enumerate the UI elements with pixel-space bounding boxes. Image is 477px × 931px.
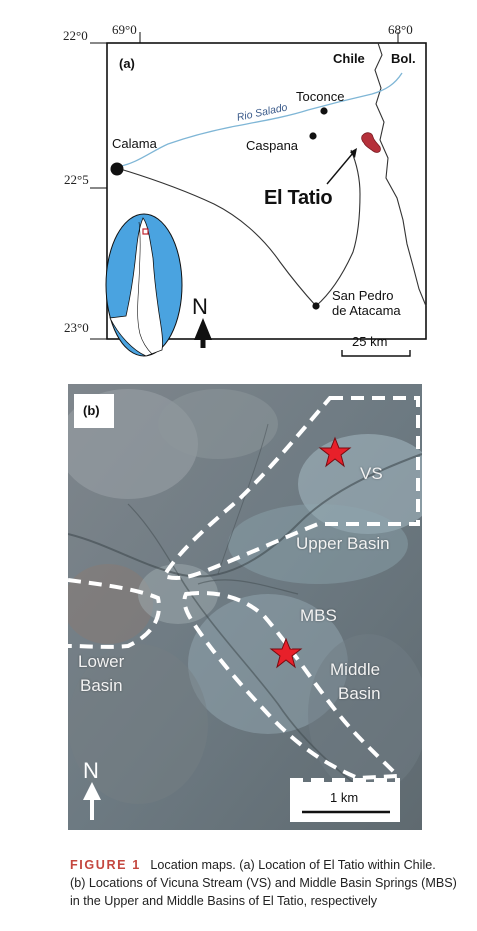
lat-22-0-label: 22°0 — [63, 28, 88, 43]
lower-basin-label-2: Basin — [80, 676, 123, 695]
panel-b-label-box — [74, 394, 114, 428]
panel-a-label: (a) — [119, 56, 135, 71]
figure-caption: FIGURE 1 Location maps. (a) Location of … — [70, 856, 470, 910]
lon-69-0-label: 69°0 — [112, 22, 137, 37]
panel-a-map — [90, 32, 427, 357]
panel-a: 22°0 69°0 68°0 22°5 23°0 (a) Chile Bol. … — [0, 0, 477, 380]
caption-line-1: FIGURE 1 Location maps. (a) Location of … — [70, 856, 470, 874]
chile-label: Chile — [333, 51, 365, 66]
san-pedro-label-2: de Atacama — [332, 303, 401, 318]
panel-b: (b) VS Upper Basin MBS Middle Basin Lowe… — [68, 384, 422, 830]
star-vs — [318, 436, 352, 468]
site-arrow-line — [326, 152, 354, 185]
scale-bar — [341, 350, 411, 357]
lat-22-5-label: 22°5 — [64, 172, 89, 187]
scale-label-a: 25 km — [352, 334, 388, 349]
panel-b-label: (b) — [83, 403, 100, 418]
outline-upper-basin — [161, 396, 420, 580]
map-frame — [106, 42, 427, 340]
caption-line-3: in the Upper and Middle Basins of El Tat… — [70, 894, 378, 908]
lower-basin-label-1: Lower — [78, 652, 125, 671]
caspana-label: Caspana — [246, 138, 299, 153]
rio-salado — [116, 72, 403, 168]
north-label-b: N — [83, 758, 99, 783]
san-pedro-dot — [312, 302, 320, 310]
middle-basin-label-2: Basin — [338, 684, 381, 703]
outline-lower-basin — [68, 578, 161, 649]
star-mbs — [269, 637, 303, 669]
middle-basin-label-1: Middle — [330, 660, 381, 679]
calama-dot — [110, 162, 124, 176]
toconce-dot — [320, 107, 328, 115]
upper-basin-label: Upper Basin — [296, 534, 390, 553]
figure-number: FIGURE 1 — [70, 858, 141, 872]
san-pedro-label-1: San Pedro — [332, 288, 394, 303]
lat-23-0-label: 23°0 — [64, 320, 89, 335]
inset-chile — [105, 213, 183, 357]
el-tatio-site — [361, 132, 381, 153]
road — [116, 149, 361, 307]
site-arrow-head — [350, 148, 357, 158]
lon-68-0-label: 68°0 — [388, 22, 413, 37]
caspana-dot — [309, 132, 317, 140]
north-arrow-b-head — [83, 782, 101, 800]
mbs-label: MBS — [300, 606, 337, 625]
vs-label: VS — [360, 464, 383, 483]
toconce-label: Toconce — [296, 89, 345, 104]
el-tatio-label: El Tatio — [264, 187, 333, 209]
north-label-a: N — [192, 294, 208, 319]
satellite-image — [68, 384, 422, 830]
caption-text-1: Location maps. (a) Location of El Tatio … — [150, 858, 436, 872]
calama-label: Calama — [112, 136, 157, 151]
north-arrow-head — [194, 318, 212, 340]
scale-label-b: 1 km — [330, 790, 359, 805]
caption-line-2: (b) Locations of Vicuna Stream (VS) and … — [70, 876, 457, 890]
scale-box — [290, 782, 400, 822]
bolivia-label: Bol. — [391, 51, 416, 66]
international-border — [374, 42, 427, 307]
